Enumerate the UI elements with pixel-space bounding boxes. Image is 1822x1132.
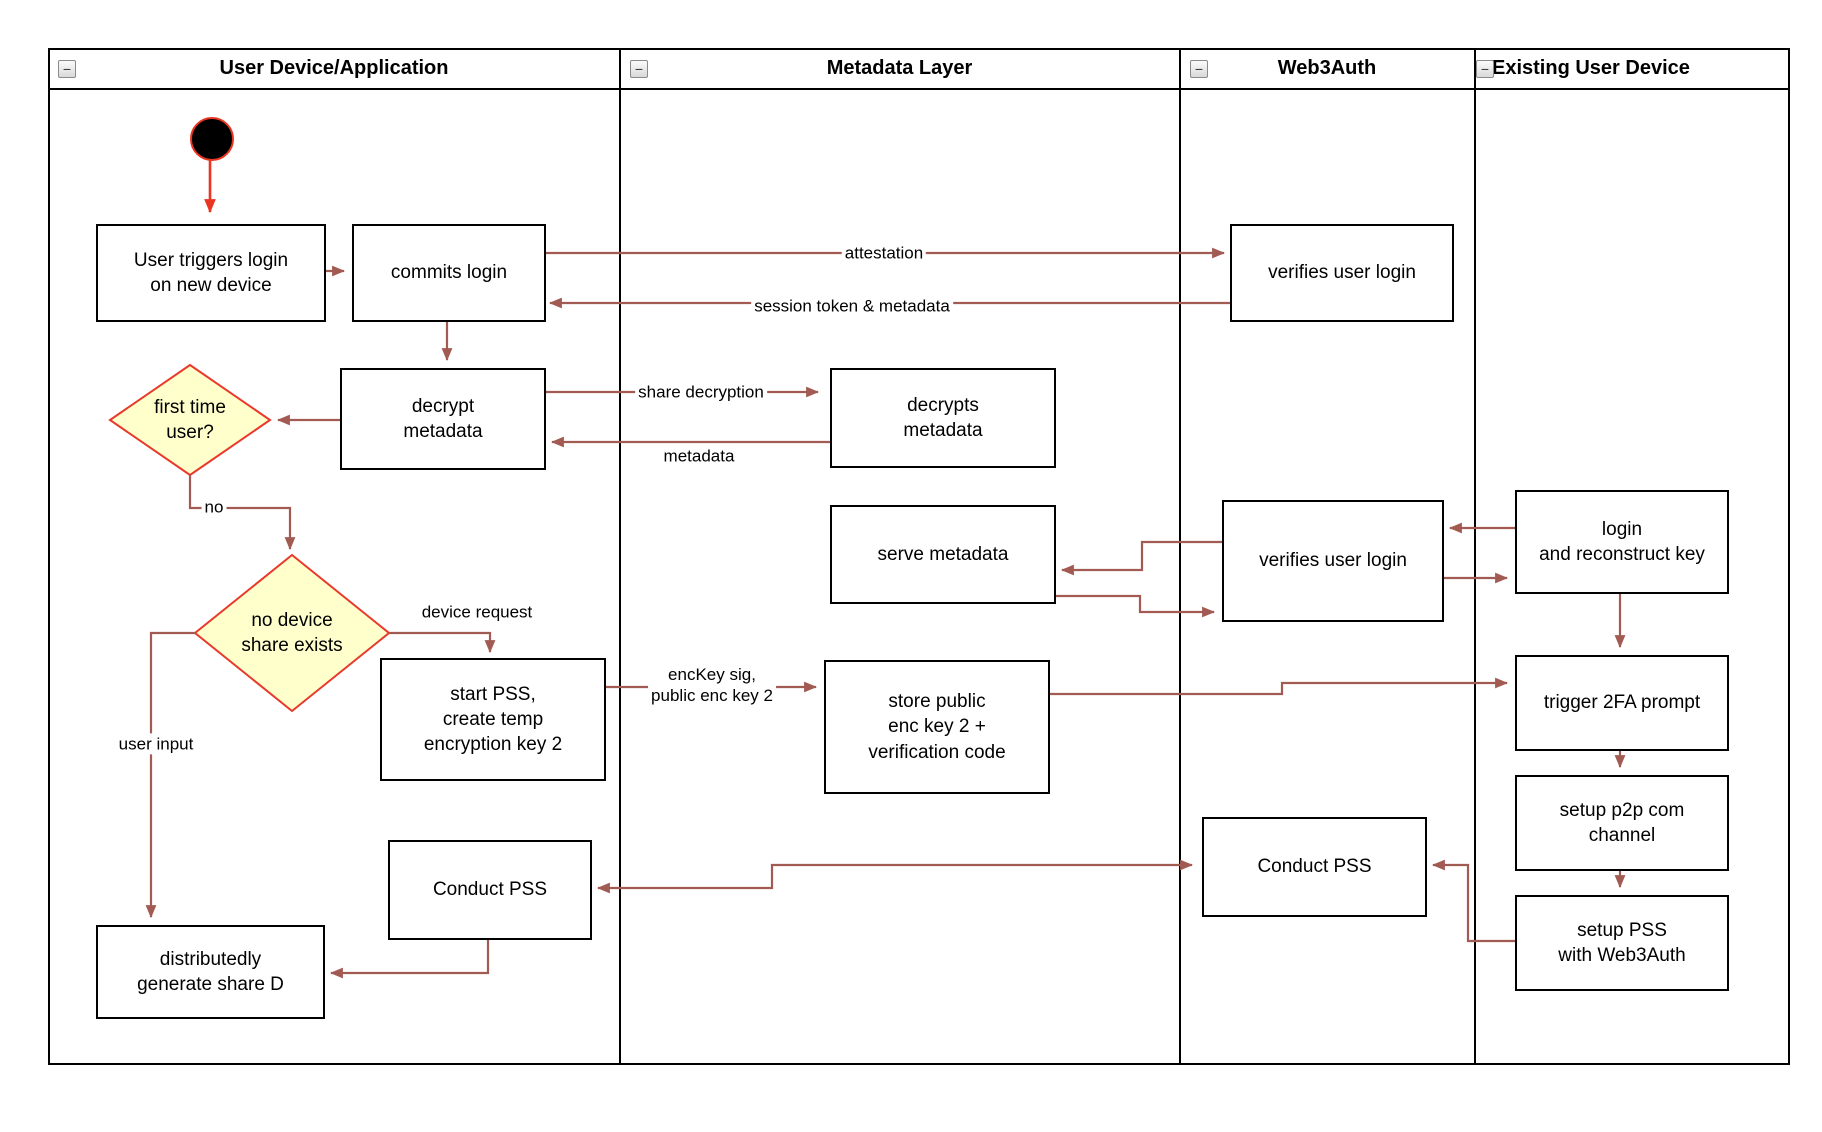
node-user-triggers: User triggers login on new device (96, 224, 326, 322)
edge-label-device-request: device request (418, 601, 536, 623)
lane-divider-3 (1474, 48, 1476, 1065)
collapse-lane-icon[interactable]: − (58, 60, 76, 78)
diamond-no-device-share (193, 553, 391, 713)
lane-divider-2 (1179, 48, 1181, 1065)
edge-label-session-token: session token & metadata (751, 295, 953, 317)
node-conduct-pss-right: Conduct PSS (1202, 817, 1427, 917)
lane-header-web3auth: Web3Auth (1277, 56, 1377, 79)
node-verifies-login-2: verifies user login (1222, 500, 1444, 622)
node-store-public: store public enc key 2 + verification co… (824, 660, 1050, 794)
node-serve-metadata: serve metadata (830, 505, 1056, 604)
edge-label-no: no (201, 496, 227, 518)
diamond-first-time-user-label: first time user? (154, 396, 226, 443)
node-decrypt-metadata: decrypt metadata (340, 368, 546, 470)
edge-label-share-decryption: share decryption (635, 381, 767, 403)
edge-setuppss-conduct (1431, 859, 1515, 943)
edge-user-input (145, 631, 195, 919)
collapse-lane-icon[interactable]: − (1190, 60, 1208, 78)
node-commits-login: commits login (352, 224, 546, 322)
lane-divider-1 (619, 48, 621, 1065)
edge-conduct-distributedly (329, 936, 490, 979)
edge-label-metadata: metadata (660, 445, 738, 467)
lane-header-user-device: User Device/Application (219, 56, 449, 79)
edge-no-branch (188, 475, 296, 551)
edge-label-attestation: attestation (841, 242, 927, 264)
node-start-pss: start PSS, create temp encryption key 2 (380, 658, 606, 781)
header-divider (48, 88, 1790, 90)
lane-header-existing-device: Existing User Device (1492, 56, 1690, 79)
node-distributedly: distributedly generate share D (96, 925, 325, 1019)
diamond-no-device-share-label: no device share exists (241, 609, 343, 656)
node-trigger-2fa: trigger 2FA prompt (1515, 655, 1729, 751)
collapse-lane-icon[interactable]: − (1476, 60, 1494, 78)
node-setup-pss: setup PSS with Web3Auth (1515, 895, 1729, 991)
edge-store-trigger2fa (1046, 677, 1509, 696)
edge-conduct-conduct (596, 859, 1194, 894)
edge-label-user-input: user input (115, 733, 197, 755)
edge-device-request (389, 631, 496, 654)
lane-header-metadata-layer: Metadata Layer (826, 56, 973, 79)
node-conduct-pss-left: Conduct PSS (388, 840, 592, 940)
node-decrypts-metadata: decrypts metadata (830, 368, 1056, 468)
diagram-frame (48, 48, 1790, 1065)
edge-label-enckey: encKey sig, public enc key 2 (648, 663, 776, 707)
node-setup-p2p: setup p2p com channel (1515, 775, 1729, 871)
node-verifies-login-1: verifies user login (1230, 224, 1454, 322)
edge-verifies2-serve (1060, 540, 1222, 576)
collapse-lane-icon[interactable]: − (630, 60, 648, 78)
edge-serve-verifies2 (1052, 594, 1216, 618)
node-login-reconstruct: login and reconstruct key (1515, 490, 1729, 594)
start-node (190, 117, 234, 161)
